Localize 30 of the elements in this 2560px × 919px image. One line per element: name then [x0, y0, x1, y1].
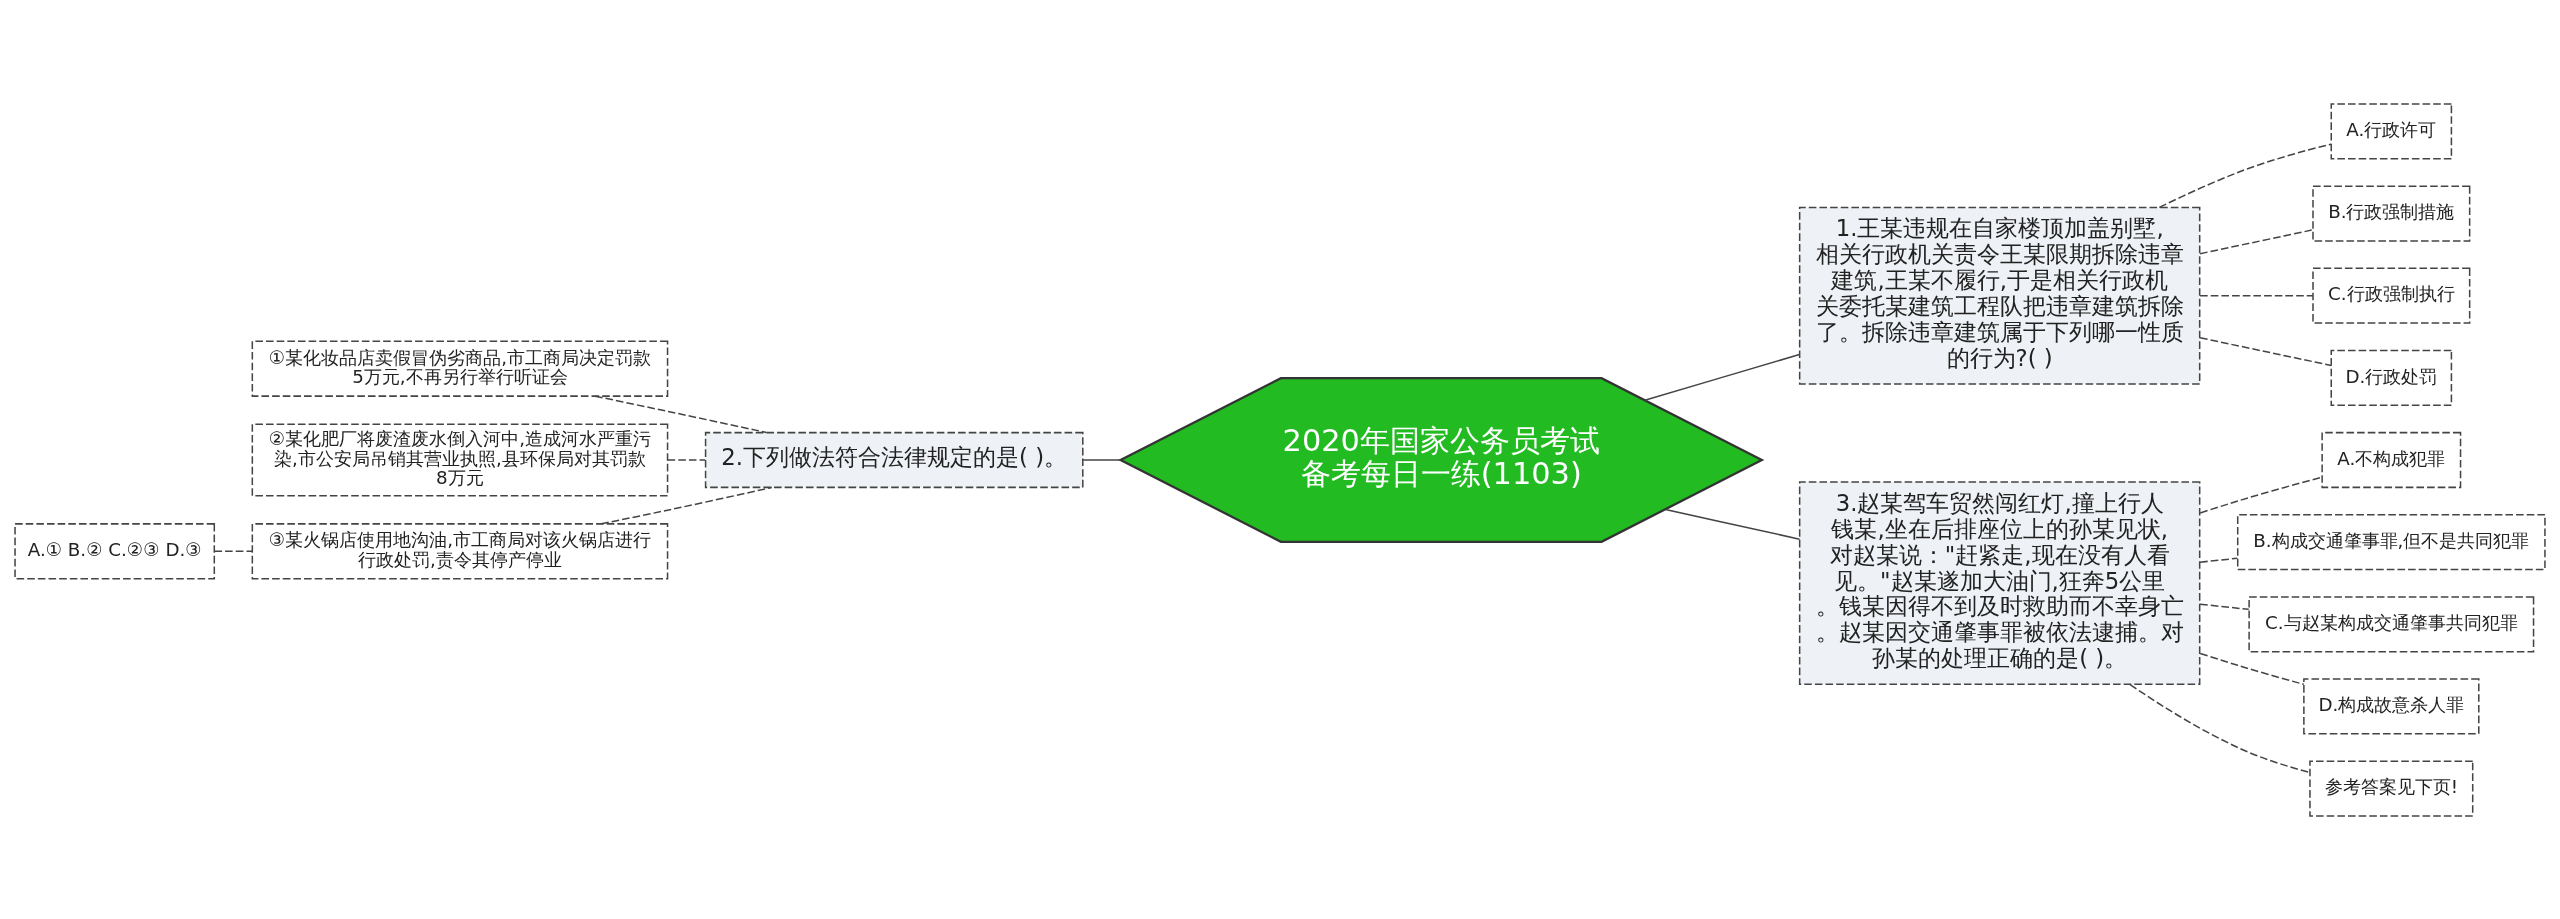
- node-box: B.构成交通肇事罪,但不是共同犯罪: [2236, 513, 2546, 570]
- node-box: C.与赵某构成交通肇事共同犯罪: [2248, 595, 2535, 652]
- node-box: D.行政处罚: [2330, 349, 2453, 406]
- connector: [2199, 294, 2314, 296]
- connector: [2199, 476, 2323, 514]
- node-box: ③某火锅店使用地沟油,市工商局对该火锅店进行行政处罚,责令其停产停业: [251, 522, 669, 579]
- node-box: A.行政许可: [2330, 102, 2453, 160]
- node-box: 参考答案见下页!: [2309, 759, 2474, 817]
- node-box: B.行政强制措施: [2312, 184, 2471, 242]
- connector: [2199, 228, 2314, 254]
- connector: [213, 550, 254, 552]
- node-box: ②某化肥厂将废渣废水倒入河中,造成河水严重污染,市公安局吊销其营业执照,县环保局对其罚款8万元: [251, 423, 669, 496]
- connector: [2199, 557, 2239, 563]
- connector: [1082, 458, 1122, 461]
- node-box: C.行政强制执行: [2312, 267, 2471, 324]
- connector: [1664, 508, 1801, 540]
- node-box: 2.下列做法符合法律规定的是( )。: [704, 431, 1084, 488]
- node-box: A.不构成犯罪: [2321, 431, 2462, 488]
- node-box: ①某化妆品店卖假冒伪劣商品,市工商局决定罚款5万元,不再另行举行听证会: [251, 340, 669, 397]
- connector: [666, 458, 706, 461]
- node-box: 3.赵某驾车贸然闯红灯,撞上行人钱某,坐在后排座位上的孙某见状,对赵某说："赶紧走,现在没有人看见。"赵某遂加大油门,狂奔5公里。钱某因得不到及时救助而不幸身亡。赵某因交通肇事罪被依法逮捕。对孙某的处理正确的是( )。: [1798, 480, 2201, 685]
- connector: [2199, 652, 2305, 685]
- connector: [2129, 683, 2311, 773]
- connector: [1644, 353, 1801, 401]
- node-box: 1.王某违规在自家楼顶加盖别墅,相关行政机关责令王某限期拆除违章建筑,王某不履行,于是相关行政机关委托某建筑工程队把违章建筑拆除了。拆除违章建筑属于下列哪一性质的行为?( ): [1798, 206, 2201, 385]
- connector: [2199, 602, 2250, 610]
- connector: [2158, 142, 2332, 208]
- connector: [2199, 336, 2332, 366]
- node-box: D.构成故意杀人罪: [2303, 677, 2480, 735]
- node-box: A.① B.② C.②③ D.③: [14, 522, 216, 579]
